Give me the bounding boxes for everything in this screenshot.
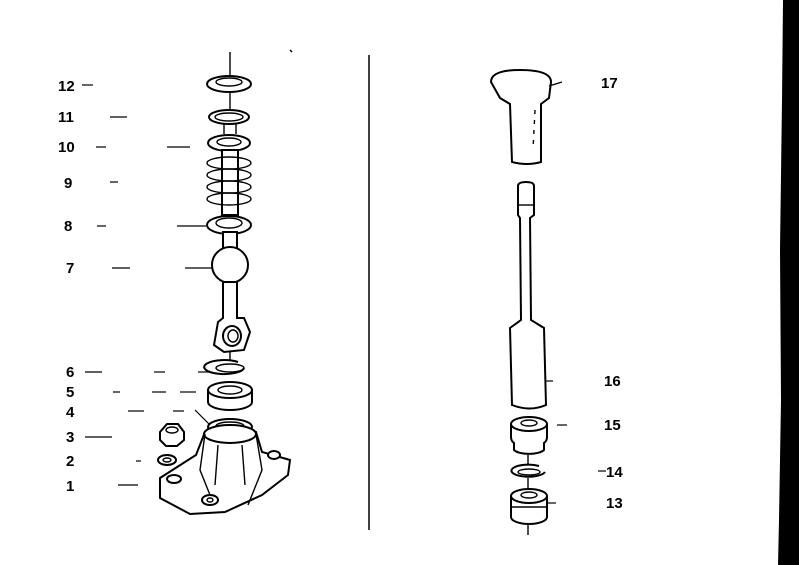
part-2-washer: [157, 454, 177, 466]
callout-9: 9: [64, 175, 72, 192]
part-11-washer: [208, 109, 250, 125]
part-15-grommet: [510, 416, 567, 455]
callout-1: 1: [66, 478, 74, 495]
callout-17: 17: [601, 75, 618, 92]
callout-6: 6: [66, 364, 74, 381]
part-6-circlip: [203, 359, 245, 376]
callout-8: 8: [64, 218, 72, 235]
part-16-rod: [508, 180, 553, 410]
callout-7: 7: [66, 260, 74, 277]
callout-15: 15: [604, 417, 621, 434]
part-1-housing: [159, 424, 292, 516]
part-7-lever: [211, 246, 252, 362]
part-12-ring: [206, 75, 252, 93]
page-edge-bar: [778, 0, 799, 565]
part-13-bushing: [510, 488, 556, 525]
left-leader-lines: [82, 84, 212, 486]
callout-5: 5: [66, 384, 74, 401]
part-10-ring: [207, 134, 251, 152]
callout-3: 3: [66, 429, 74, 446]
callout-12: 12: [58, 78, 75, 95]
part-3-nut: [159, 423, 185, 447]
callout-4: 4: [66, 404, 75, 421]
callout-16: 16: [604, 373, 621, 390]
callout-13: 13: [606, 495, 623, 512]
part-9-spring: [206, 156, 252, 206]
callout-14: 14: [606, 464, 623, 481]
part-17-knob: [489, 68, 563, 165]
callout-2: 2: [66, 453, 74, 470]
callout-10: 10: [58, 139, 75, 156]
callout-labels: 12 11 10 9 8 7 6 5 4 3 2 1 17 16 15 14 1…: [58, 75, 623, 512]
part-14-circlip: [510, 463, 606, 478]
right-assembly: [489, 68, 606, 535]
callout-11: 11: [58, 109, 74, 126]
left-assembly: [82, 49, 293, 516]
part-8-collar: [206, 215, 252, 235]
part-5-bushing: [207, 381, 253, 411]
